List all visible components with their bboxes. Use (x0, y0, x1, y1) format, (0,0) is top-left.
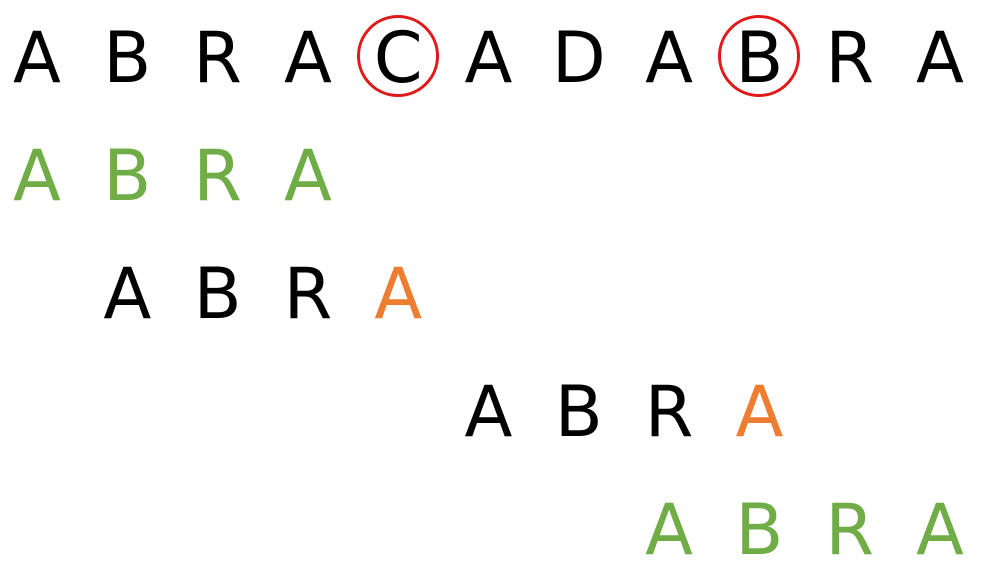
pattern-char-match: A (645, 489, 694, 571)
text-char: R (825, 17, 874, 99)
text-char: D (551, 17, 606, 99)
text-char: A (283, 17, 332, 99)
pattern-char-match: R (193, 135, 242, 217)
pattern-char-text: R (283, 253, 333, 335)
pattern-char-text: B (554, 371, 603, 453)
pattern-char-match: B (735, 489, 784, 571)
pattern-char-mismatch: A (735, 371, 784, 453)
text-char: C (373, 17, 423, 99)
text-char: B (735, 17, 784, 99)
pattern-char-text: A (464, 371, 513, 453)
text-char: A (464, 17, 513, 99)
text-char: R (193, 17, 242, 99)
pattern-char-match: A (916, 489, 964, 571)
text-char: A (13, 17, 61, 99)
pattern-char-match: A (283, 135, 332, 217)
pattern-char-text: R (644, 371, 694, 453)
text-char: A (645, 17, 694, 99)
text-char: A (916, 17, 964, 99)
text-char: B (103, 17, 152, 99)
pattern-char-mismatch: A (374, 253, 423, 335)
pattern-char-match: R (825, 489, 874, 571)
pattern-char-match: B (103, 135, 152, 217)
pattern-char-text: B (193, 253, 242, 335)
pattern-char-match: A (13, 135, 61, 217)
pattern-char-text: A (103, 253, 152, 335)
